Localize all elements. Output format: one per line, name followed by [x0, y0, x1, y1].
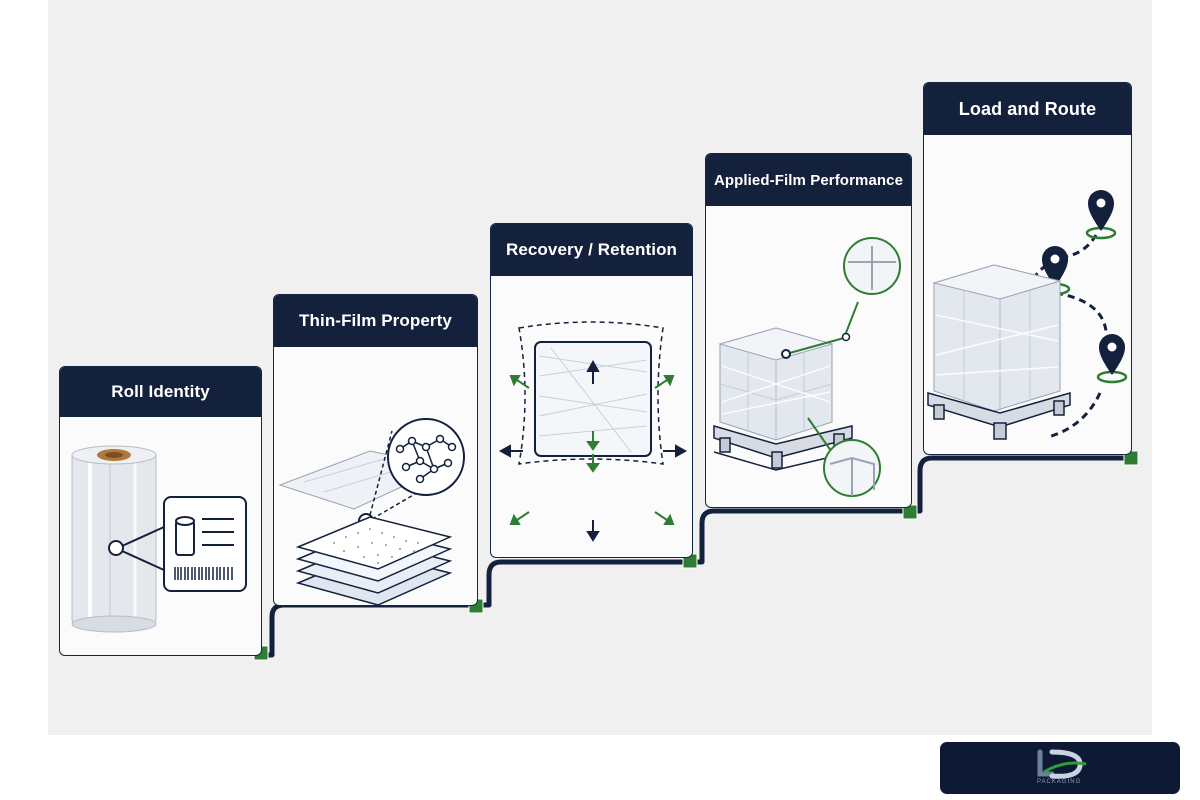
load-route-illustration: [924, 135, 1131, 454]
label-tag-icon: [163, 496, 247, 592]
film-layers-icon: [295, 516, 453, 605]
location-pin-icon-1: [1085, 190, 1117, 240]
card-roll-identity: Roll Identity: [59, 366, 262, 656]
top-corner-callout: [781, 237, 901, 359]
film-roll-icon: [71, 445, 157, 633]
roll-identity-illustration: [60, 417, 261, 655]
card-load-and-route: Load and Route: [923, 82, 1132, 455]
card-title-roll-identity: Roll Identity: [60, 367, 261, 417]
card-recovery-retention: Recovery / Retention: [490, 223, 693, 558]
thin-film-illustration: [274, 347, 477, 605]
applied-film-illustration: [706, 206, 911, 507]
wrapped-pallet-icon: [713, 327, 853, 471]
location-pin-icon-3: [1096, 334, 1128, 384]
stretch-arrows-icon: [498, 359, 688, 542]
bottom-corner-callout: [807, 417, 881, 497]
card-title-thin-film-property: Thin-Film Property: [274, 295, 477, 347]
card-title-recovery-retention: Recovery / Retention: [491, 224, 692, 276]
card-thin-film-property: Thin-Film Property: [273, 294, 478, 606]
card-title-applied-film-performance: Applied-Film Performance: [706, 154, 911, 206]
recovery-arrows-icon: [509, 375, 675, 525]
card-title-load-and-route: Load and Route: [924, 83, 1131, 135]
logo-text: PACKAGING: [1037, 779, 1082, 785]
brand-logo: PACKAGING: [940, 742, 1180, 794]
magnifier-callout: [358, 418, 465, 529]
stretched-film-icon: [518, 321, 664, 465]
logo-mark-icon: [1037, 749, 1087, 779]
loaded-pallet-icon: [927, 264, 1071, 440]
card-applied-film-performance: Applied-Film Performance: [705, 153, 912, 508]
recovery-illustration: [491, 276, 692, 557]
polymer-chain-icon: [395, 434, 457, 484]
